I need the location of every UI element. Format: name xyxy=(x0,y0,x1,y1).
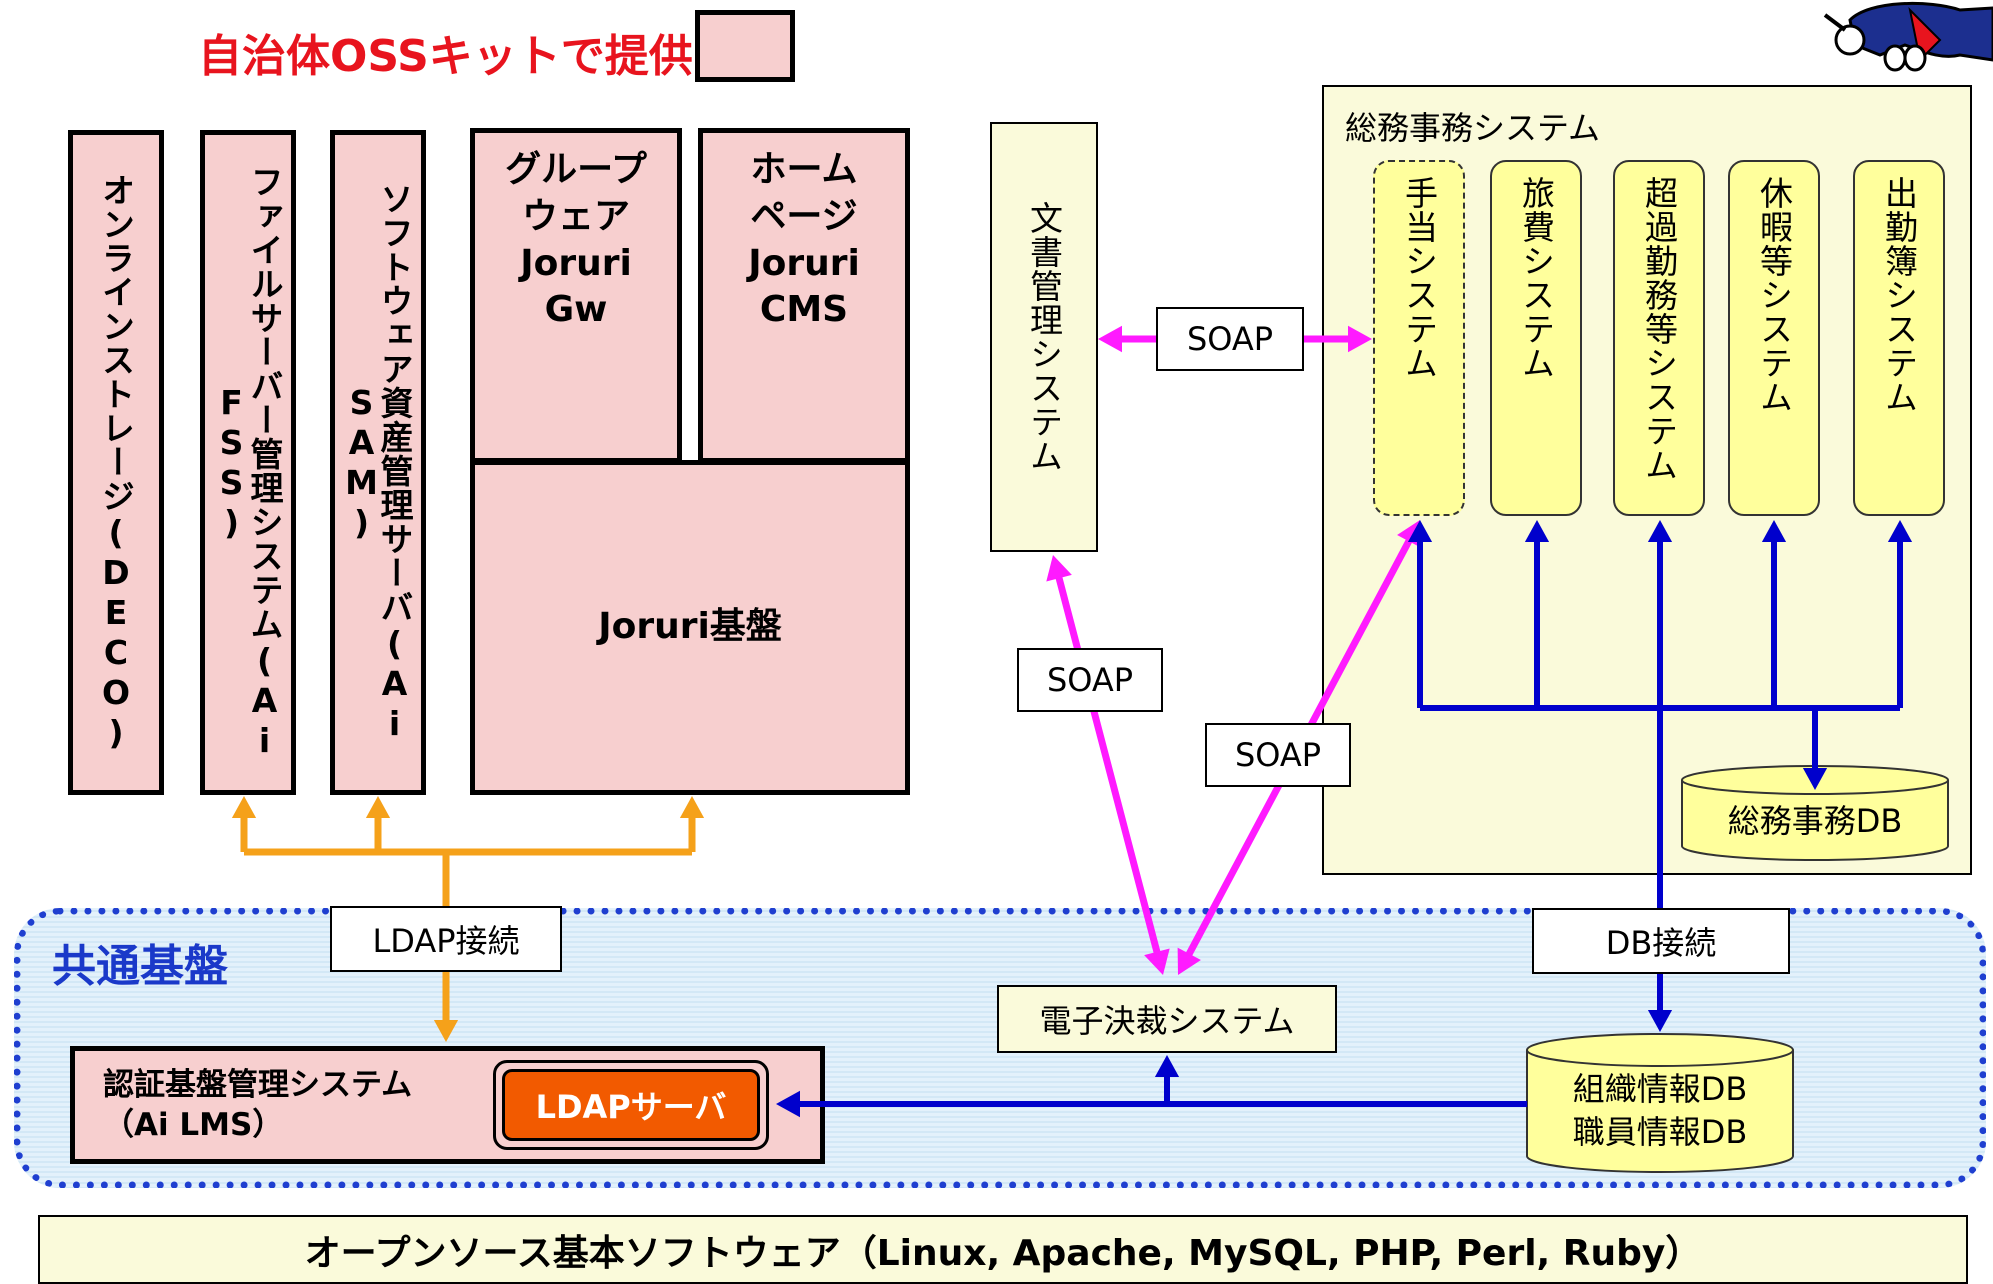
soap-doc-ekessai-line xyxy=(1054,573,1162,957)
ldap-server-label: LDAPサーバ xyxy=(535,1088,727,1126)
org-db-label: 組織情報DB 職員情報DB xyxy=(1572,1070,1748,1152)
groupware-box: グループ ウェア Joruri Gw xyxy=(470,128,682,463)
deco-label: オンラインストレージ(DECO) xyxy=(96,172,136,753)
soumu-system-title: 総務事務システム xyxy=(1345,109,1601,147)
ekessai-arrowhead xyxy=(1154,1055,1180,1077)
mascot-icon xyxy=(1823,2,1993,72)
fss-label: ファイルサーバー管理システム(Ai FSS) xyxy=(212,164,284,761)
ryohi-system-label: 旅費システム xyxy=(1516,176,1556,380)
db-connection-label: DB接続 xyxy=(1532,908,1790,974)
soap-arrowhead-right xyxy=(1348,325,1372,353)
db-arrowhead-up xyxy=(1524,520,1550,542)
ldap-arrowhead-up xyxy=(231,796,257,818)
soap-label-left: SOAP xyxy=(1017,648,1163,712)
kyuka-system-box: 休暇等システム xyxy=(1728,160,1820,516)
ldap-arrowhead-down xyxy=(433,1020,459,1042)
soumu-db-label: 総務事務DB xyxy=(1727,802,1903,840)
ryohi-system-box: 旅費システム xyxy=(1490,160,1582,516)
ldap-arrowhead-up xyxy=(679,796,705,818)
legend-swatch xyxy=(695,10,795,82)
ekessai-system-box: 電子決裁システム xyxy=(997,985,1337,1053)
org-db-cylinder xyxy=(1526,1033,1794,1173)
shukkin-system-box: 出勤簿システム xyxy=(1853,160,1945,516)
auth-system-label: 認証基盤管理システム （Ai LMS） xyxy=(103,1066,413,1143)
base-software-label: オープンソース基本ソフトウェア（Linux, Apache, MySQL, PH… xyxy=(304,1232,1702,1274)
document-system-box: 文書管理システム xyxy=(990,122,1098,552)
db-arrowhead-up xyxy=(1647,520,1673,542)
db-arrowhead-up xyxy=(1407,520,1433,542)
base-software-bar: オープンソース基本ソフトウェア（Linux, Apache, MySQL, PH… xyxy=(38,1215,1968,1284)
org-db-arrowhead xyxy=(1647,1010,1673,1032)
soap-label-right: SOAP xyxy=(1205,723,1351,787)
soap-arrowhead-doc xyxy=(1046,555,1072,582)
teate-system-label: 手当システム xyxy=(1399,176,1439,380)
joruri-base-box: Joruri基盤 xyxy=(470,460,910,795)
shukkin-system-label: 出勤簿システム xyxy=(1879,176,1919,414)
ldap-server-box: LDAPサーバ xyxy=(502,1069,760,1141)
homepage-label: ホーム ページ Joruri CMS xyxy=(748,149,860,331)
soap-arrowhead-ekessai-2 xyxy=(1177,947,1201,975)
chouka-system-label: 超過勤務等システム xyxy=(1639,176,1679,482)
soap-arrowhead-left xyxy=(1098,325,1122,353)
soap-arrowhead-ekessai-1 xyxy=(1144,948,1170,975)
ldap-connection-label: LDAP接続 xyxy=(330,906,562,972)
groupware-label: グループ ウェア Joruri Gw xyxy=(505,149,647,331)
sam-box: ソフトウェア資産管理サーバ(Ai SAM) xyxy=(330,130,426,795)
soumu-db-arrowhead xyxy=(1802,768,1828,790)
legend-label: 自治体OSSキットで提供 xyxy=(198,31,693,82)
deco-box: オンラインストレージ(DECO) xyxy=(68,130,164,795)
teate-system-box: 手当システム xyxy=(1373,160,1465,516)
kyuka-system-label: 休暇等システム xyxy=(1754,176,1794,414)
chouka-system-box: 超過勤務等システム xyxy=(1613,160,1705,516)
document-system-label: 文書管理システム xyxy=(1024,201,1064,473)
ldap-server-arrowhead xyxy=(776,1090,800,1118)
ldap-arrowhead-up xyxy=(365,796,391,818)
ekessai-system-label: 電子決裁システム xyxy=(1039,1002,1295,1040)
sam-label: ソフトウェア資産管理サーバ(Ai SAM) xyxy=(342,181,414,744)
db-arrowhead-up xyxy=(1887,520,1913,542)
soap-label-top: SOAP xyxy=(1156,307,1304,371)
joruri-base-label: Joruri基盤 xyxy=(598,606,782,648)
fss-box: ファイルサーバー管理システム(Ai FSS) xyxy=(200,130,296,795)
common-base-title: 共通基盤 xyxy=(52,941,228,992)
db-arrowhead-up xyxy=(1761,520,1787,542)
